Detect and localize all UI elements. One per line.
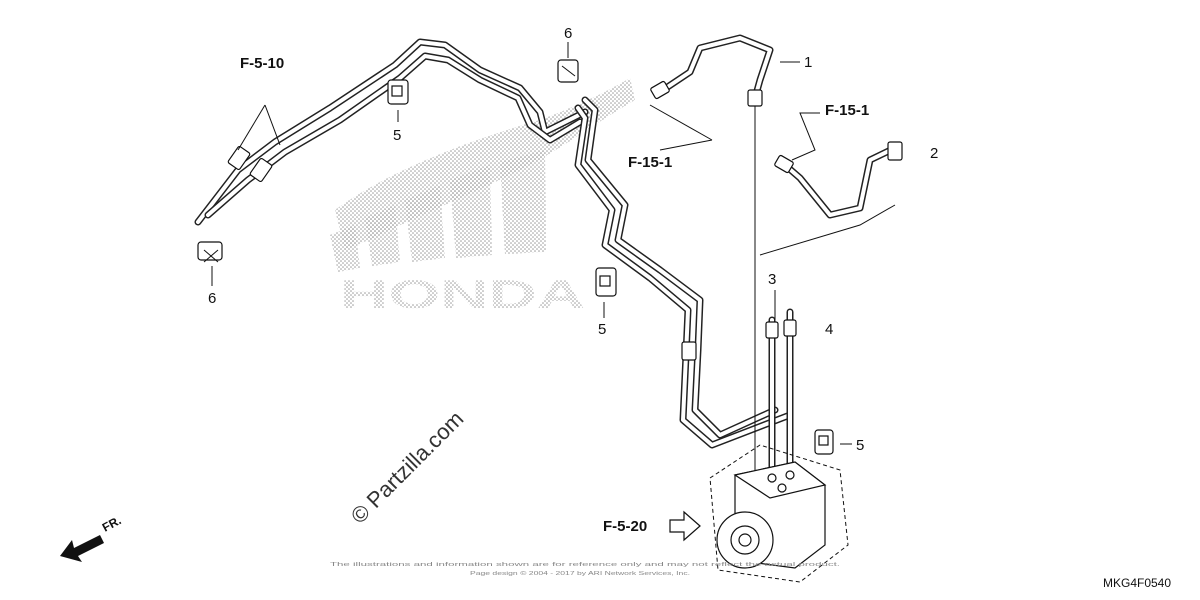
f-5-20-arrow bbox=[669, 510, 701, 542]
pipe-clamp-5-top[interactable] bbox=[387, 79, 409, 105]
abs-modulator[interactable] bbox=[709, 444, 849, 583]
part-number-5-top[interactable]: 5 bbox=[393, 127, 401, 144]
leader-lines bbox=[211, 42, 896, 445]
brake-pipe-1[interactable] bbox=[650, 34, 774, 470]
ref-f-15-1-right[interactable]: F-15-1 bbox=[825, 102, 869, 119]
ref-f-5-10[interactable]: F-5-10 bbox=[240, 55, 284, 72]
pipe-clamp-6-top[interactable] bbox=[557, 59, 579, 83]
diagram-code: MKG4F0540 bbox=[1103, 576, 1171, 590]
ref-f-15-1-left[interactable]: F-15-1 bbox=[628, 154, 672, 171]
fine-print-line-1: The illustrations and information shown … bbox=[330, 562, 840, 568]
part-number-6-left[interactable]: 6 bbox=[208, 290, 216, 307]
part-number-4[interactable]: 4 bbox=[825, 321, 833, 338]
fine-print-line-2: Page design © 2004 - 2017 by ARI Network… bbox=[470, 570, 690, 577]
part-number-6-top[interactable]: 6 bbox=[564, 25, 572, 42]
front-direction-arrow bbox=[60, 535, 104, 562]
part-number-2[interactable]: 2 bbox=[930, 145, 938, 162]
ref-f-5-20[interactable]: F-5-20 bbox=[603, 518, 647, 535]
part-number-1[interactable]: 1 bbox=[804, 54, 812, 71]
pipe-clamp-6-left[interactable] bbox=[197, 241, 223, 263]
front-brake-pipe-main[interactable] bbox=[574, 96, 794, 449]
brake-pipe-2[interactable] bbox=[774, 141, 903, 219]
brake-pipe-4[interactable] bbox=[783, 308, 797, 474]
pipe-clamp-5-mid[interactable] bbox=[595, 267, 617, 297]
part-number-5-mid[interactable]: 5 bbox=[598, 321, 606, 338]
part-number-3[interactable]: 3 bbox=[768, 271, 776, 288]
honda-logo-text: HONDA bbox=[340, 273, 585, 317]
pipe-clamp-5-right[interactable] bbox=[814, 429, 834, 455]
partzilla-watermark: © Partzilla.com bbox=[346, 406, 469, 529]
part-number-5-right[interactable]: 5 bbox=[856, 437, 864, 454]
front-brake-pipe-left[interactable] bbox=[194, 38, 589, 226]
brake-pipe-3[interactable] bbox=[765, 316, 779, 474]
front-direction-label: FR. bbox=[100, 513, 124, 534]
